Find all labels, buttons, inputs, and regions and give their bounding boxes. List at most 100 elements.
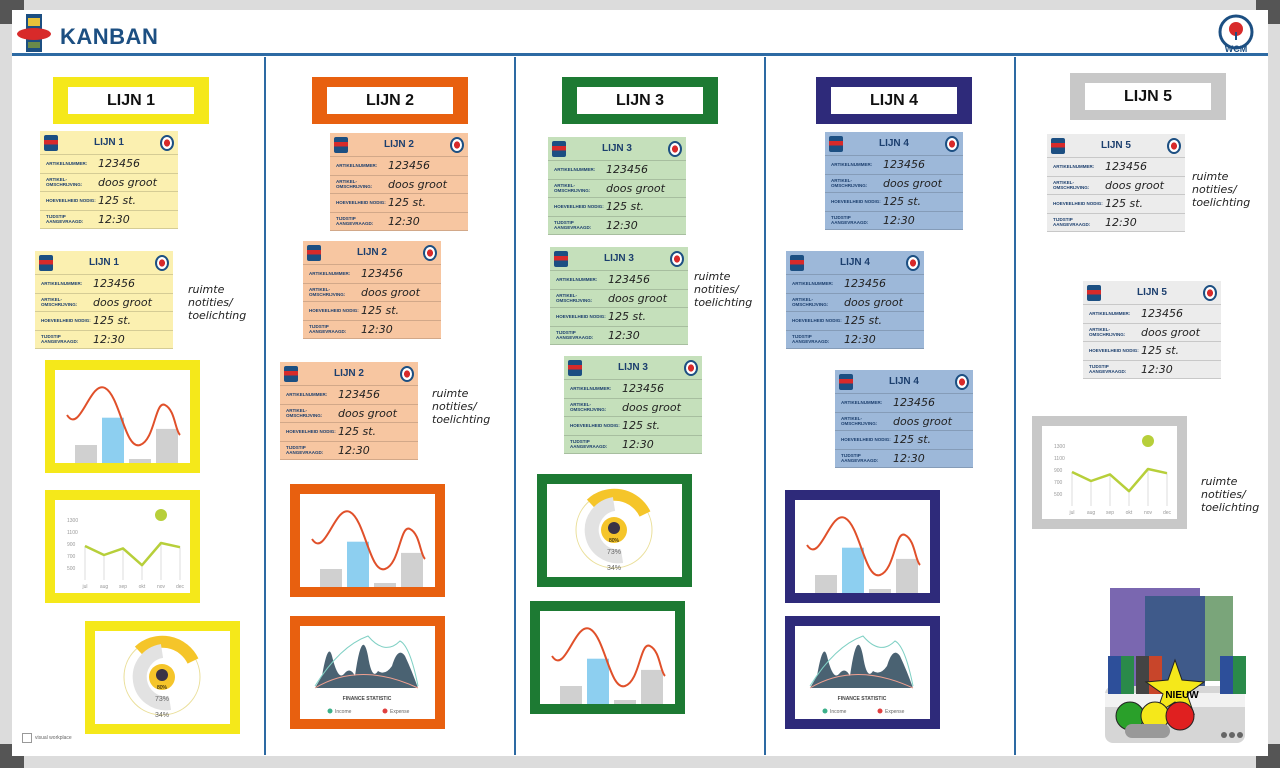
card-row-article-number: ARTIKELNUMMER:123456	[330, 157, 468, 176]
donut-chart-magnet[interactable]: 80%73%34%	[85, 621, 240, 734]
bar-chart-magnet[interactable]: 50%89%30%73%	[290, 484, 445, 597]
card-row-article-number: ARTIKELNUMMER:123456	[1047, 158, 1185, 177]
y-tick-label: 900	[67, 542, 76, 548]
lane-header-3: LIJN 3	[562, 77, 718, 124]
donut-label: 80%	[609, 538, 620, 544]
bar	[156, 428, 178, 463]
field-label: ARTIKELNUMMER:	[309, 271, 351, 277]
donut-label: 34%	[155, 712, 169, 719]
x-tick-label: sep	[1106, 510, 1114, 516]
card-title: LIJN 5	[1100, 140, 1131, 151]
field-value: doos groot	[883, 176, 942, 190]
field-value: doos groot	[1141, 325, 1200, 339]
card-title: LIJN 4	[888, 376, 919, 387]
field-value: 123456	[93, 277, 135, 291]
header-bar	[12, 10, 1268, 56]
field-label: ARTIKELNUMMER:	[1089, 311, 1131, 317]
bar-chart-magnet[interactable]: 50%89%30%73%	[45, 360, 200, 473]
field-label: ARTIKEL-OMSCHRIJVING:	[41, 297, 78, 308]
bar	[869, 589, 891, 593]
card-row-time-requested: TIJDSTIP AANGEVRAAGD:12:30	[825, 212, 963, 230]
field-value: 125 st.	[1141, 344, 1180, 358]
field-label: ARTIKEL-OMSCHRIJVING:	[309, 287, 346, 298]
field-label: TIJDSTIP AANGEVRAAGD:	[1089, 364, 1127, 375]
field-value: 123456	[606, 163, 648, 177]
marker-tray[interactable]: NIEUW	[1100, 588, 1250, 743]
field-label: ARTIKELNUMMER:	[41, 281, 83, 287]
field-value: 125 st.	[1105, 197, 1144, 211]
page-title: KANBAN	[60, 24, 159, 49]
y-tick-label: 700	[67, 554, 76, 560]
card-title: LIJN 4	[878, 138, 909, 149]
donut-arc-34	[134, 635, 199, 664]
field-value: 123456	[338, 388, 380, 402]
wcm-logo	[159, 134, 174, 151]
card-row-article-description: ARTIKEL-OMSCHRIJVING:doos groot	[303, 284, 441, 302]
field-label: TIJDSTIP AANGEVRAAGD:	[1053, 217, 1091, 228]
dashmans-logo	[839, 373, 853, 390]
field-label: HOEVEELHEID NODIG:	[46, 198, 96, 204]
field-value: 12:30	[361, 322, 393, 336]
card-row-article-number: ARTIKELNUMMER:123456	[550, 271, 688, 290]
donut-chart-magnet[interactable]: 80%73%34%	[537, 474, 692, 587]
field-value: 12:30	[388, 214, 420, 228]
expense-line	[314, 674, 419, 689]
dashmans-logo	[307, 244, 321, 261]
card-row-quantity: HOEVEELHEID NODIG:125 st.	[1083, 342, 1221, 361]
lane-header-5: LIJN 5	[1070, 73, 1226, 120]
field-label: ARTIKEL-OMSCHRIJVING:	[1053, 180, 1090, 191]
lane-header-1: LIJN 1	[53, 77, 209, 124]
bar	[75, 445, 97, 463]
field-value: 12:30	[883, 213, 915, 227]
bar	[641, 669, 663, 704]
legend-expense: Expense	[390, 709, 410, 715]
field-value: 123456	[622, 382, 664, 396]
field-value: doos groot	[93, 295, 152, 309]
series-line	[1071, 467, 1168, 493]
x-tick-label: jul	[81, 584, 87, 590]
field-label: HOEVEELHEID NODIG:	[1053, 201, 1103, 207]
field-value: 123456	[883, 158, 925, 172]
dashmans-logo	[1087, 284, 1101, 301]
field-label: HOEVEELHEID NODIG:	[831, 199, 881, 205]
field-value: 125 st.	[893, 433, 932, 447]
field-label: TIJDSTIP AANGEVRAAGD:	[286, 445, 324, 456]
card-row-article-description: ARTIKEL-OMSCHRIJVING:doos groot	[548, 180, 686, 198]
field-value: 123456	[893, 396, 935, 410]
card-row-quantity: HOEVEELHEID NODIG:125 st.	[40, 192, 178, 211]
field-value: doos groot	[338, 406, 397, 420]
wcm-logo	[905, 254, 920, 271]
bar-chart-magnet[interactable]: 50%89%30%73%	[785, 490, 940, 603]
field-value: 125 st.	[361, 304, 400, 318]
card-title: LIJN 3	[601, 143, 632, 154]
card-row-article-number: ARTIKELNUMMER:123456	[1083, 305, 1221, 324]
field-label: HOEVEELHEID NODIG:	[841, 437, 891, 443]
wcm-logo	[669, 250, 684, 267]
bar-chart-magnet[interactable]: 50%89%30%73%	[530, 601, 685, 714]
lane-header-label: LIJN 1	[68, 87, 194, 114]
bar	[401, 552, 423, 587]
bar	[896, 558, 918, 593]
wcm-logo	[422, 244, 437, 261]
card-row-time-requested: TIJDSTIP AANGEVRAAGD:12:30	[35, 331, 173, 349]
dashmans-logo	[554, 250, 568, 267]
y-tick-label: 500	[1054, 492, 1063, 498]
bar	[842, 547, 864, 593]
